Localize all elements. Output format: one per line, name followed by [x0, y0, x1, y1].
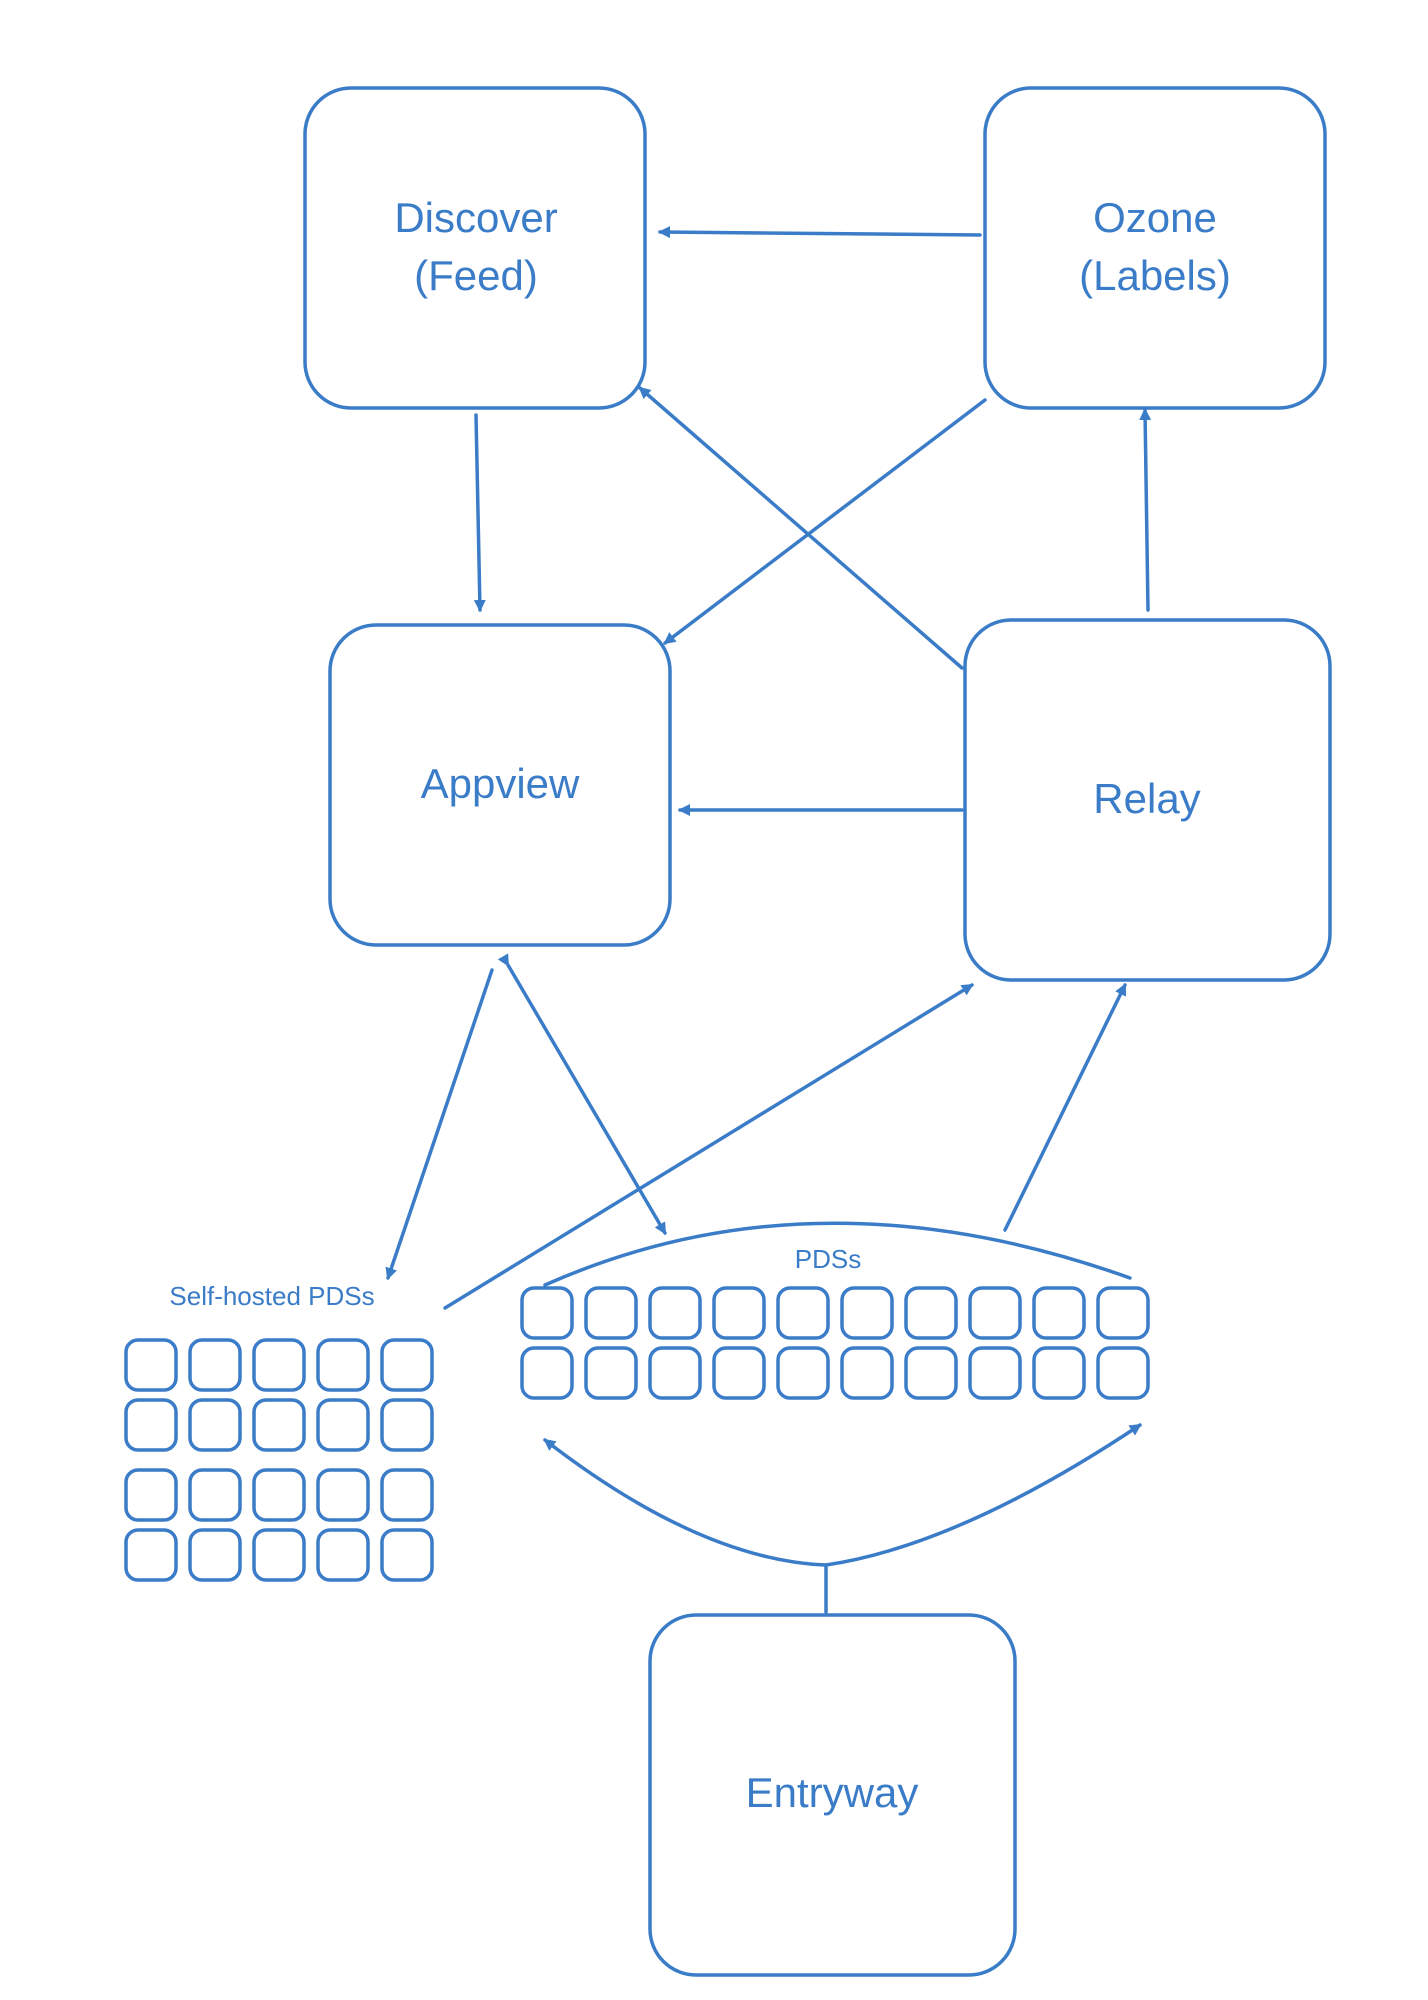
entryway-label: Entryway [746, 1769, 919, 1816]
self-hosted-pds-cell [316, 1338, 370, 1392]
pds-cell [776, 1286, 830, 1340]
self-hosted-pds-label: Self-hosted PDSs [169, 1281, 374, 1311]
self-hosted-pds-cell [188, 1338, 242, 1392]
edge-entryway-to-pds-left [543, 1438, 828, 1567]
ozone-label-line1: Ozone [1093, 194, 1217, 241]
pds-cell [1032, 1346, 1086, 1400]
pds-cell [1032, 1286, 1086, 1340]
self-hosted-pds-cell [188, 1468, 242, 1522]
pds-grid [520, 1286, 1150, 1400]
pds-cell [904, 1346, 958, 1400]
edge-appview-pds-bidirectional [497, 953, 667, 1235]
self-hosted-pds-cell [380, 1528, 434, 1582]
self-hosted-pds-cell [380, 1338, 434, 1392]
self-hosted-pds-cell [316, 1528, 370, 1582]
pds-cell [648, 1346, 702, 1400]
pds-label: PDSs [795, 1244, 861, 1274]
edge-selfhosted-to-relay [443, 983, 974, 1310]
pds-cell [968, 1346, 1022, 1400]
self-hosted-pds-cell [252, 1338, 306, 1392]
pds-cell [1096, 1346, 1150, 1400]
self-hosted-pds-cell [188, 1528, 242, 1582]
pds-cell [712, 1286, 766, 1340]
pds-cell [520, 1286, 574, 1340]
self-hosted-pds-cell [188, 1398, 242, 1452]
node-relay [963, 618, 1332, 982]
edge-discover-to-appview [473, 413, 486, 612]
pds-cell [840, 1286, 894, 1340]
node-appview [328, 623, 672, 947]
self-hosted-pds-cell [124, 1398, 178, 1452]
self-hosted-pds-cell [380, 1398, 434, 1452]
self-hosted-pds-cell [316, 1398, 370, 1452]
discover-label-line1: Discover [394, 194, 557, 241]
self-hosted-pds-cell [252, 1398, 306, 1452]
edge-entryway-to-pds-right [824, 1423, 1142, 1567]
edge-relay-to-ozone [1139, 408, 1152, 612]
edge-ozone-to-appview [663, 398, 987, 645]
edge-appview-to-selfhosted [385, 968, 494, 1280]
self-hosted-pds-cell [252, 1528, 306, 1582]
node-discover [303, 86, 647, 410]
ozone-label-line2: (Labels) [1079, 252, 1231, 299]
pds-cell [904, 1286, 958, 1340]
self-hosted-pds-cell [124, 1468, 178, 1522]
node-ozone [983, 86, 1327, 410]
edge-relay-to-discover [638, 386, 964, 670]
pds-cell [840, 1346, 894, 1400]
appview-label: Appview [421, 760, 580, 807]
self-hosted-pds-cell [124, 1338, 178, 1392]
pds-cell [968, 1286, 1022, 1340]
pds-cell [712, 1346, 766, 1400]
edge-pds-to-relay [1003, 983, 1127, 1232]
self-hosted-pds-cell [380, 1468, 434, 1522]
pds-cell [584, 1346, 638, 1400]
self-hosted-pds-cell [124, 1528, 178, 1582]
self-hosted-pds-cell [252, 1468, 306, 1522]
self-hosted-pds-cell [316, 1468, 370, 1522]
discover-label-line2: (Feed) [414, 252, 538, 299]
self-hosted-pds-grid [124, 1338, 434, 1582]
pds-cell [1096, 1286, 1150, 1340]
relay-label: Relay [1093, 775, 1200, 822]
edge-ozone-to-discover [658, 226, 982, 239]
pds-cell [648, 1286, 702, 1340]
node-entryway [648, 1613, 1017, 1977]
pds-cell [776, 1346, 830, 1400]
pds-cell [520, 1346, 574, 1400]
pds-arc [543, 1221, 1132, 1287]
pds-cell [584, 1286, 638, 1340]
